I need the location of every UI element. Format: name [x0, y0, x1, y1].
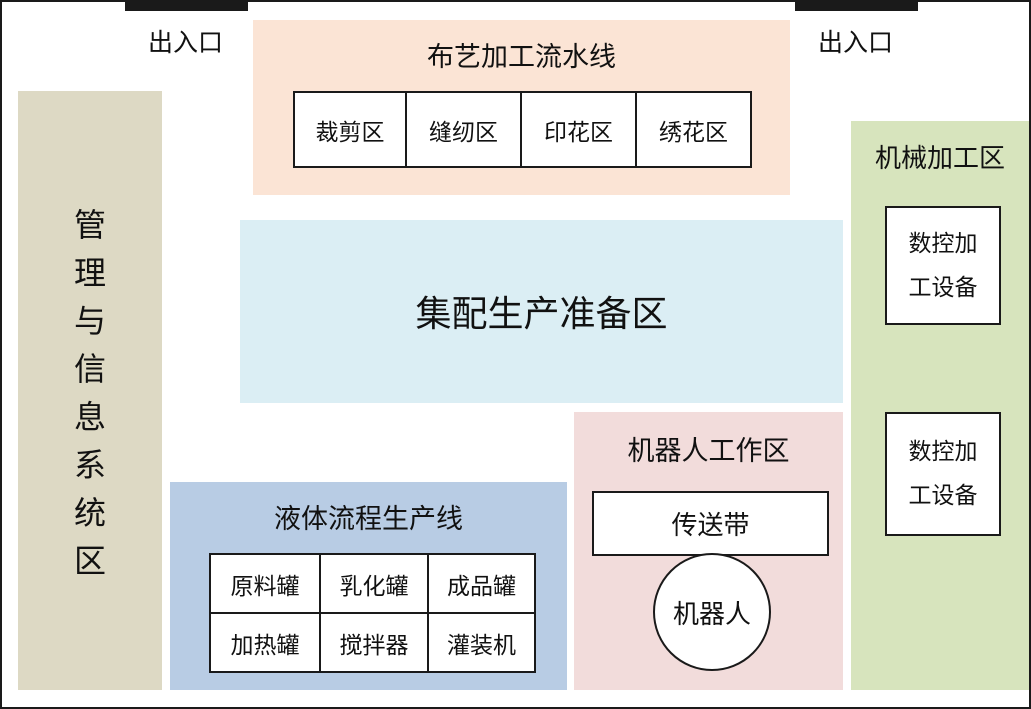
assembly-prep-zone-title: 集配生产准备区 — [415, 294, 668, 335]
liquid-cell-mixer: 搅拌器 — [319, 612, 429, 673]
management-label-char: 息 — [73, 398, 106, 436]
cnc-equipment-label-line2: 工设备 — [908, 483, 978, 509]
management-label-char: 系 — [73, 446, 106, 484]
cnc-equipment-label-line1: 数控加 — [908, 230, 978, 257]
cnc-equipment-label-line1: 数控加 — [908, 439, 978, 465]
management-label-char: 与 — [73, 302, 106, 340]
conveyor-belt: 传送带 — [592, 491, 829, 556]
robot-work-zone: 机器人工作区 传送带 机器人 — [574, 412, 843, 690]
textile-cell-sewing: 缝纫区 — [405, 91, 522, 168]
robot-zone-title: 机器人工作区 — [627, 436, 790, 467]
management-info-zone-label: 管 理 与 信 息 系 统 区 — [18, 201, 162, 585]
right-entrance-doorway — [795, 0, 918, 11]
textile-line-title: 布艺加工流水线 — [427, 42, 616, 73]
liquid-cell-emulsifier-tank: 乳化罐 — [319, 553, 429, 614]
left-entrance-doorway — [125, 0, 248, 11]
cnc-equipment-label-line2: 工设备 — [908, 274, 978, 301]
machining-zone: 机械加工区 数控加 工设备 数控加 工设备 — [851, 121, 1029, 690]
liquid-cell-heating-tank: 加热罐 — [209, 612, 321, 673]
textile-cell-cutting: 裁剪区 — [293, 91, 407, 168]
cnc-equipment-box: 数控加 工设备 — [885, 206, 1001, 325]
management-label-char: 统 — [73, 494, 106, 532]
liquid-cell-product-tank: 成品罐 — [427, 553, 536, 614]
textile-cell-printing: 印花区 — [520, 91, 637, 168]
liquid-cell-filling-machine: 灌装机 — [427, 612, 536, 673]
management-label-char: 理 — [73, 254, 106, 292]
liquid-process-line-zone: 液体流程生产线 原料罐 乳化罐 成品罐 加热罐 搅拌器 灌装机 — [170, 482, 567, 690]
management-info-zone: 管 理 与 信 息 系 统 区 — [18, 91, 162, 690]
cnc-equipment-box: 数控加 工设备 — [885, 412, 1001, 536]
liquid-line-title: 液体流程生产线 — [274, 504, 463, 535]
liquid-cell-raw-tank: 原料罐 — [209, 553, 321, 614]
assembly-prep-zone: 集配生产准备区 — [240, 220, 843, 403]
robot-circle: 机器人 — [653, 553, 771, 671]
right-entrance-label: 出入口 — [818, 28, 894, 57]
management-label-char: 管 — [73, 206, 106, 244]
management-label-char: 区 — [73, 542, 106, 580]
management-label-char: 信 — [73, 350, 106, 388]
textile-processing-line-zone: 布艺加工流水线 裁剪区 缝纫区 印花区 绣花区 — [253, 20, 790, 195]
textile-cell-embroidery: 绣花区 — [635, 91, 752, 168]
machining-zone-title: 机械加工区 — [874, 144, 1005, 174]
left-entrance-label: 出入口 — [148, 28, 224, 57]
